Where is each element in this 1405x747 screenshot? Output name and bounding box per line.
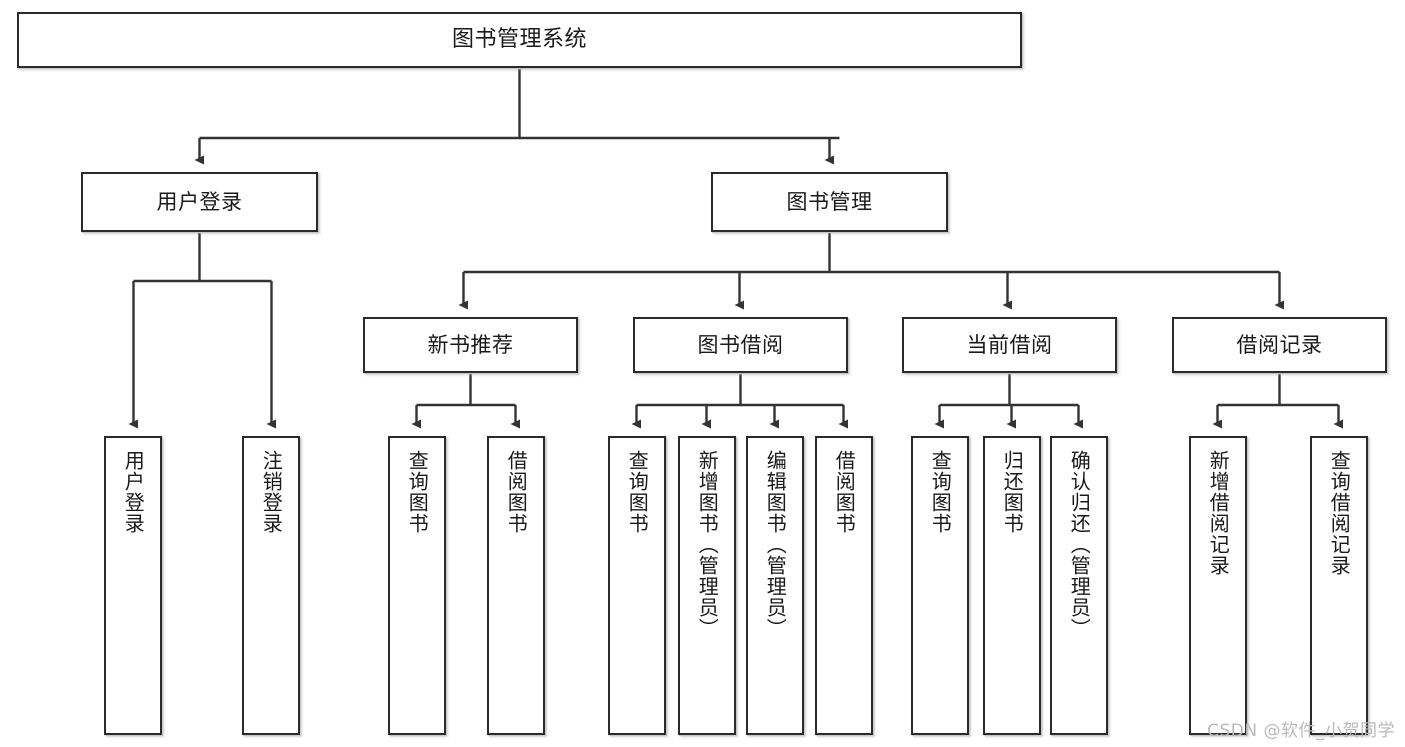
node-root-label: 图书管理系统 (451, 27, 587, 53)
node-leaf-logout[interactable]: 注销登录 (242, 436, 300, 735)
node-borrow-record-label: 借阅记录 (1236, 332, 1323, 357)
node-borrow-record[interactable]: 借阅记录 (1172, 317, 1387, 373)
node-leaf-return-book-label: 归还图书 (1000, 450, 1025, 534)
node-book-borrow[interactable]: 图书借阅 (633, 317, 848, 373)
node-leaf-add-book[interactable]: 新增图书（管理员） (678, 436, 736, 735)
node-leaf-return-book[interactable]: 归还图书 (983, 436, 1041, 735)
node-book-manage-label: 图书管理 (786, 189, 873, 214)
node-user-login[interactable]: 用户登录 (81, 172, 318, 232)
node-book-manage[interactable]: 图书管理 (711, 172, 948, 232)
watermark: CSDN @软件_小贺同学 (1207, 721, 1395, 741)
node-leaf-borrow-book-2[interactable]: 借阅图书 (815, 436, 873, 735)
node-leaf-query-book-3-label: 查询图书 (928, 450, 953, 534)
node-leaf-borrow-book-1[interactable]: 借阅图书 (487, 436, 545, 735)
node-leaf-add-record-label: 新增借阅记录 (1206, 450, 1231, 576)
node-leaf-confirm-return[interactable]: 确认归还（管理员） (1050, 436, 1108, 735)
node-leaf-confirm-return-label: 确认归还（管理员） (1067, 450, 1092, 639)
node-leaf-query-book-2-label: 查询图书 (625, 450, 650, 534)
node-new-book-recommend[interactable]: 新书推荐 (363, 317, 578, 373)
node-leaf-query-record[interactable]: 查询借阅记录 (1310, 436, 1368, 735)
node-leaf-borrow-book-2-label: 借阅图书 (832, 450, 857, 534)
node-leaf-query-record-label: 查询借阅记录 (1327, 450, 1352, 576)
node-leaf-query-book-2[interactable]: 查询图书 (608, 436, 666, 735)
node-leaf-borrow-book-1-label: 借阅图书 (504, 450, 529, 534)
node-leaf-add-record[interactable]: 新增借阅记录 (1189, 436, 1247, 735)
node-leaf-user-login[interactable]: 用户登录 (104, 436, 162, 735)
node-current-borrow-label: 当前借阅 (966, 332, 1053, 357)
node-current-borrow[interactable]: 当前借阅 (902, 317, 1117, 373)
node-leaf-query-book-3[interactable]: 查询图书 (911, 436, 969, 735)
node-leaf-edit-book-label: 编辑图书（管理员） (763, 450, 788, 639)
node-user-login-label: 用户登录 (156, 189, 243, 214)
node-leaf-add-book-label: 新增图书（管理员） (695, 450, 720, 639)
node-root[interactable]: 图书管理系统 (17, 12, 1022, 68)
node-leaf-query-book-1[interactable]: 查询图书 (388, 436, 446, 735)
node-new-book-recommend-label: 新书推荐 (427, 332, 514, 357)
node-leaf-logout-label: 注销登录 (259, 450, 284, 534)
node-leaf-edit-book[interactable]: 编辑图书（管理员） (746, 436, 804, 735)
node-leaf-query-book-1-label: 查询图书 (405, 450, 430, 534)
node-leaf-user-login-label: 用户登录 (121, 450, 146, 534)
node-book-borrow-label: 图书借阅 (697, 332, 784, 357)
